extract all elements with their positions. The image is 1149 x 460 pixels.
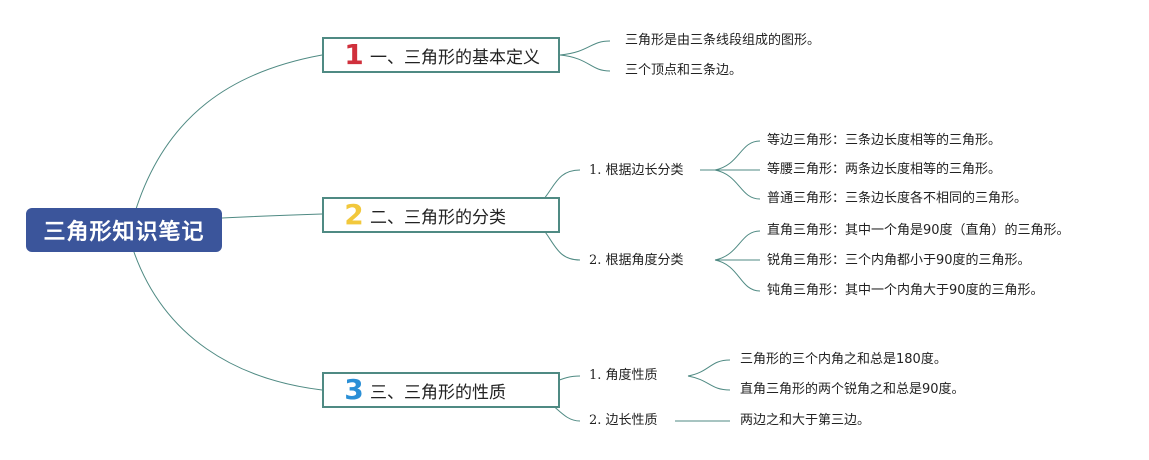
leaf-2-1-2[interactable]: 等腰三角形：两条边长度相等的三角形。 [767,162,1002,177]
branch-number-3: 3 [344,373,364,406]
leaf-2-2-1[interactable]: 直角三角形：其中一个角是90度（直角）的三角形。 [767,223,1070,238]
leaf-3-2-1[interactable]: 两边之和大于第三边。 [740,413,871,428]
branch-title-2: 二、三角形的分类 [370,207,506,228]
sub-node-3-1[interactable]: 1. 角度性质 [589,368,658,383]
sub-node-3-2[interactable]: 2. 边长性质 [589,413,658,428]
leaf-1-1[interactable]: 三角形是由三条线段组成的图形。 [625,33,821,48]
link-root-b2 [221,213,323,219]
link-root-b3 [129,239,323,391]
leaf-3-1-2[interactable]: 直角三角形的两个锐角之和总是90度。 [740,382,965,397]
link-s21-leaf3 [714,169,761,200]
branch-number-2: 2 [344,198,364,231]
leaf-1-2[interactable]: 三个顶点和三条边。 [625,63,743,78]
branch-node-3[interactable]: 3 三、三角形的性质 [322,372,560,408]
link-root-b1 [129,54,323,231]
leaf-2-2-2[interactable]: 锐角三角形：三个内角都小于90度的三角形。 [767,253,1031,268]
link-b1-leaf2 [559,54,611,72]
branch-node-2[interactable]: 2 二、三角形的分类 [322,197,560,233]
link-s21-leaf1 [714,140,761,171]
leaf-2-1-1[interactable]: 等边三角形：三条边长度相等的三角形。 [767,133,1002,148]
link-b1-leaf1 [559,40,611,56]
link-s31-leaf1 [687,359,731,377]
branch-node-1[interactable]: 1 一、三角形的基本定义 [322,37,560,73]
link-s22-leaf1 [714,230,761,261]
branch-title-1: 一、三角形的基本定义 [370,47,540,68]
leaf-2-1-3[interactable]: 普通三角形：三条边长度各不相同的三角形。 [767,191,1028,206]
leaf-2-2-3[interactable]: 钝角三角形：其中一个内角大于90度的三角形。 [767,283,1044,298]
link-s22-leaf3 [714,259,761,292]
leaf-3-1-1[interactable]: 三角形的三个内角之和总是180度。 [740,352,947,367]
root-node[interactable]: 三角形知识笔记 [26,208,222,252]
branch-number-1: 1 [344,38,364,71]
link-s31-leaf2 [687,375,731,391]
sub-node-2-1[interactable]: 1. 根据边长分类 [589,163,684,178]
branch-title-3: 三、三角形的性质 [370,382,506,403]
sub-node-2-2[interactable]: 2. 根据角度分类 [589,253,684,268]
